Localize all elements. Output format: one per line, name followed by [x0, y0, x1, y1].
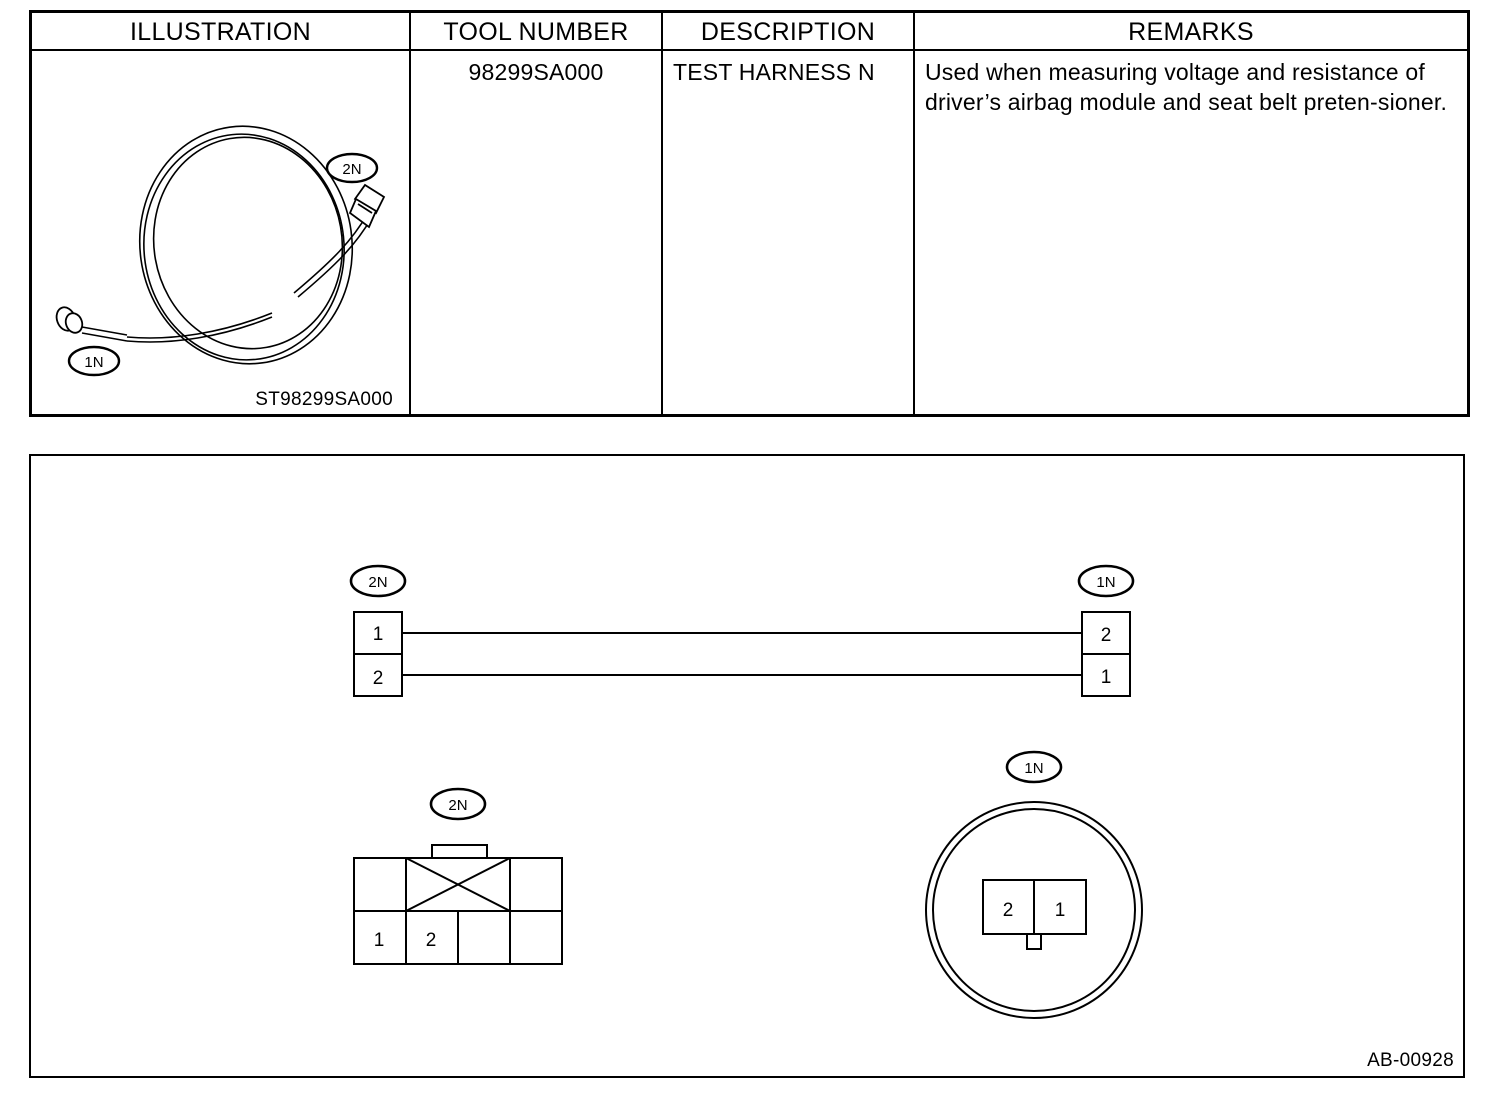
face-2n-pin-2: 2 — [426, 930, 437, 951]
wiring-right-pin-2: 2 — [1101, 625, 1112, 646]
special-tool-table: ILLUSTRATION — [29, 10, 1470, 417]
svg-text:1N: 1N — [1096, 574, 1115, 591]
face-2n-pin-1: 1 — [374, 930, 385, 951]
svg-text:1N: 1N — [84, 354, 103, 371]
description-column: DESCRIPTION TEST HARNESS N — [663, 13, 915, 414]
wiring-right-connector — [1081, 611, 1131, 697]
harness-illustration: 2N 1N — [55, 125, 386, 377]
remarks-value: Used when measuring voltage and resistan… — [925, 59, 1448, 115]
diagram-code: AB-00928 — [1367, 1050, 1454, 1071]
illustration-label-1n: 1N — [67, 345, 121, 377]
face-label-1n: 1N — [1005, 750, 1063, 784]
wiring-diagram: 2N 1N 2N 1N 1 2 2 1 1 2 2 1 — [349, 564, 1143, 1019]
connector-2n-face — [353, 844, 563, 965]
svg-text:2N: 2N — [342, 161, 361, 178]
header-tool-number: TOOL NUMBER — [411, 13, 661, 51]
header-remarks: REMARKS — [915, 13, 1467, 51]
svg-text:1N: 1N — [1024, 760, 1043, 777]
face-1n-pin-1: 1 — [1055, 900, 1066, 921]
connector-diagram: 2N 1N 2N 1N 1 2 2 1 1 2 2 1 AB-00928 — [29, 454, 1465, 1078]
description-value: TEST HARNESS N — [673, 59, 875, 85]
tool-number-value: 98299SA000 — [468, 59, 604, 85]
illustration-column: ILLUSTRATION — [32, 13, 411, 414]
illustration-connector-1n — [55, 306, 84, 334]
remarks-column: REMARKS Used when measuring voltage and … — [915, 13, 1467, 414]
svg-text:2N: 2N — [448, 797, 467, 814]
header-illustration: ILLUSTRATION — [32, 13, 409, 51]
tool-number-column: TOOL NUMBER 98299SA000 — [411, 13, 663, 414]
illustration-connector-2n — [348, 183, 386, 229]
face-label-2n: 2N — [429, 787, 487, 821]
wiring-right-pin-1: 1 — [1101, 667, 1112, 688]
illustration-code: ST98299SA000 — [255, 389, 393, 410]
wiring-label-1n: 1N — [1077, 564, 1135, 598]
header-description: DESCRIPTION — [663, 13, 913, 51]
illustration-label-2n: 2N — [325, 152, 379, 184]
wiring-left-connector — [353, 611, 403, 697]
wiring-label-2n: 2N — [349, 564, 407, 598]
wiring-left-pin-1: 1 — [373, 624, 384, 645]
wiring-left-pin-2: 2 — [373, 668, 384, 689]
connector-1n-face — [925, 801, 1143, 1019]
svg-text:2N: 2N — [368, 574, 387, 591]
face-1n-pin-2: 2 — [1003, 900, 1014, 921]
